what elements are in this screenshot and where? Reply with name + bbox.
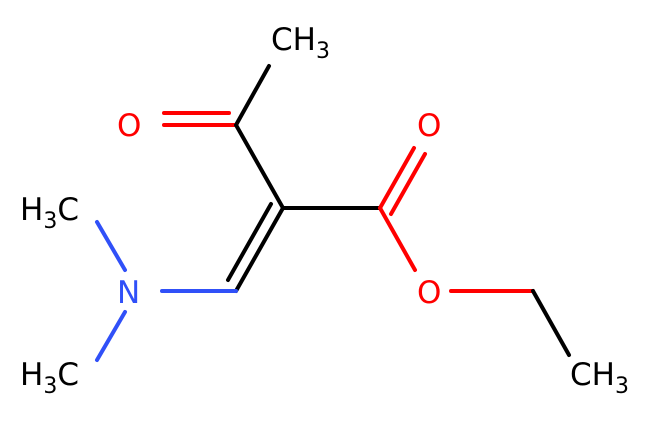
atom-n-methyl-bottom: H3C — [20, 357, 79, 399]
bond-alpha-vinyl-2 — [226, 202, 273, 282]
bond-alpha-vinyl-1 — [234, 206, 285, 293]
bond-ketone-alpha — [234, 123, 285, 210]
atom-methyl-ketone: CH3 — [271, 22, 330, 64]
bonds — [95, 64, 571, 362]
bond-nitrogen-methyl-top — [95, 220, 127, 272]
bond-ethyl-methyl — [531, 289, 571, 357]
bond-ketone-methyl — [234, 64, 271, 127]
bond-ester-carbonyl-1 — [378, 146, 416, 210]
bond-ester-carbonyl-2 — [389, 152, 427, 216]
atom-oxygen-ester: O — [417, 275, 441, 311]
atom-oxygen-ketone: O — [117, 108, 141, 144]
bond-ester-oxygen — [378, 206, 417, 272]
atom-nitrogen: N — [117, 275, 140, 311]
atom-labels: CH3 O O H3C N O H3C CH3 — [20, 22, 629, 399]
bond-nitrogen-methyl-bottom — [95, 310, 127, 362]
atom-oxygen-ester-carbonyl: O — [417, 108, 441, 144]
atom-methyl-ethyl: CH3 — [570, 357, 629, 399]
atom-n-methyl-top: H3C — [20, 192, 79, 234]
